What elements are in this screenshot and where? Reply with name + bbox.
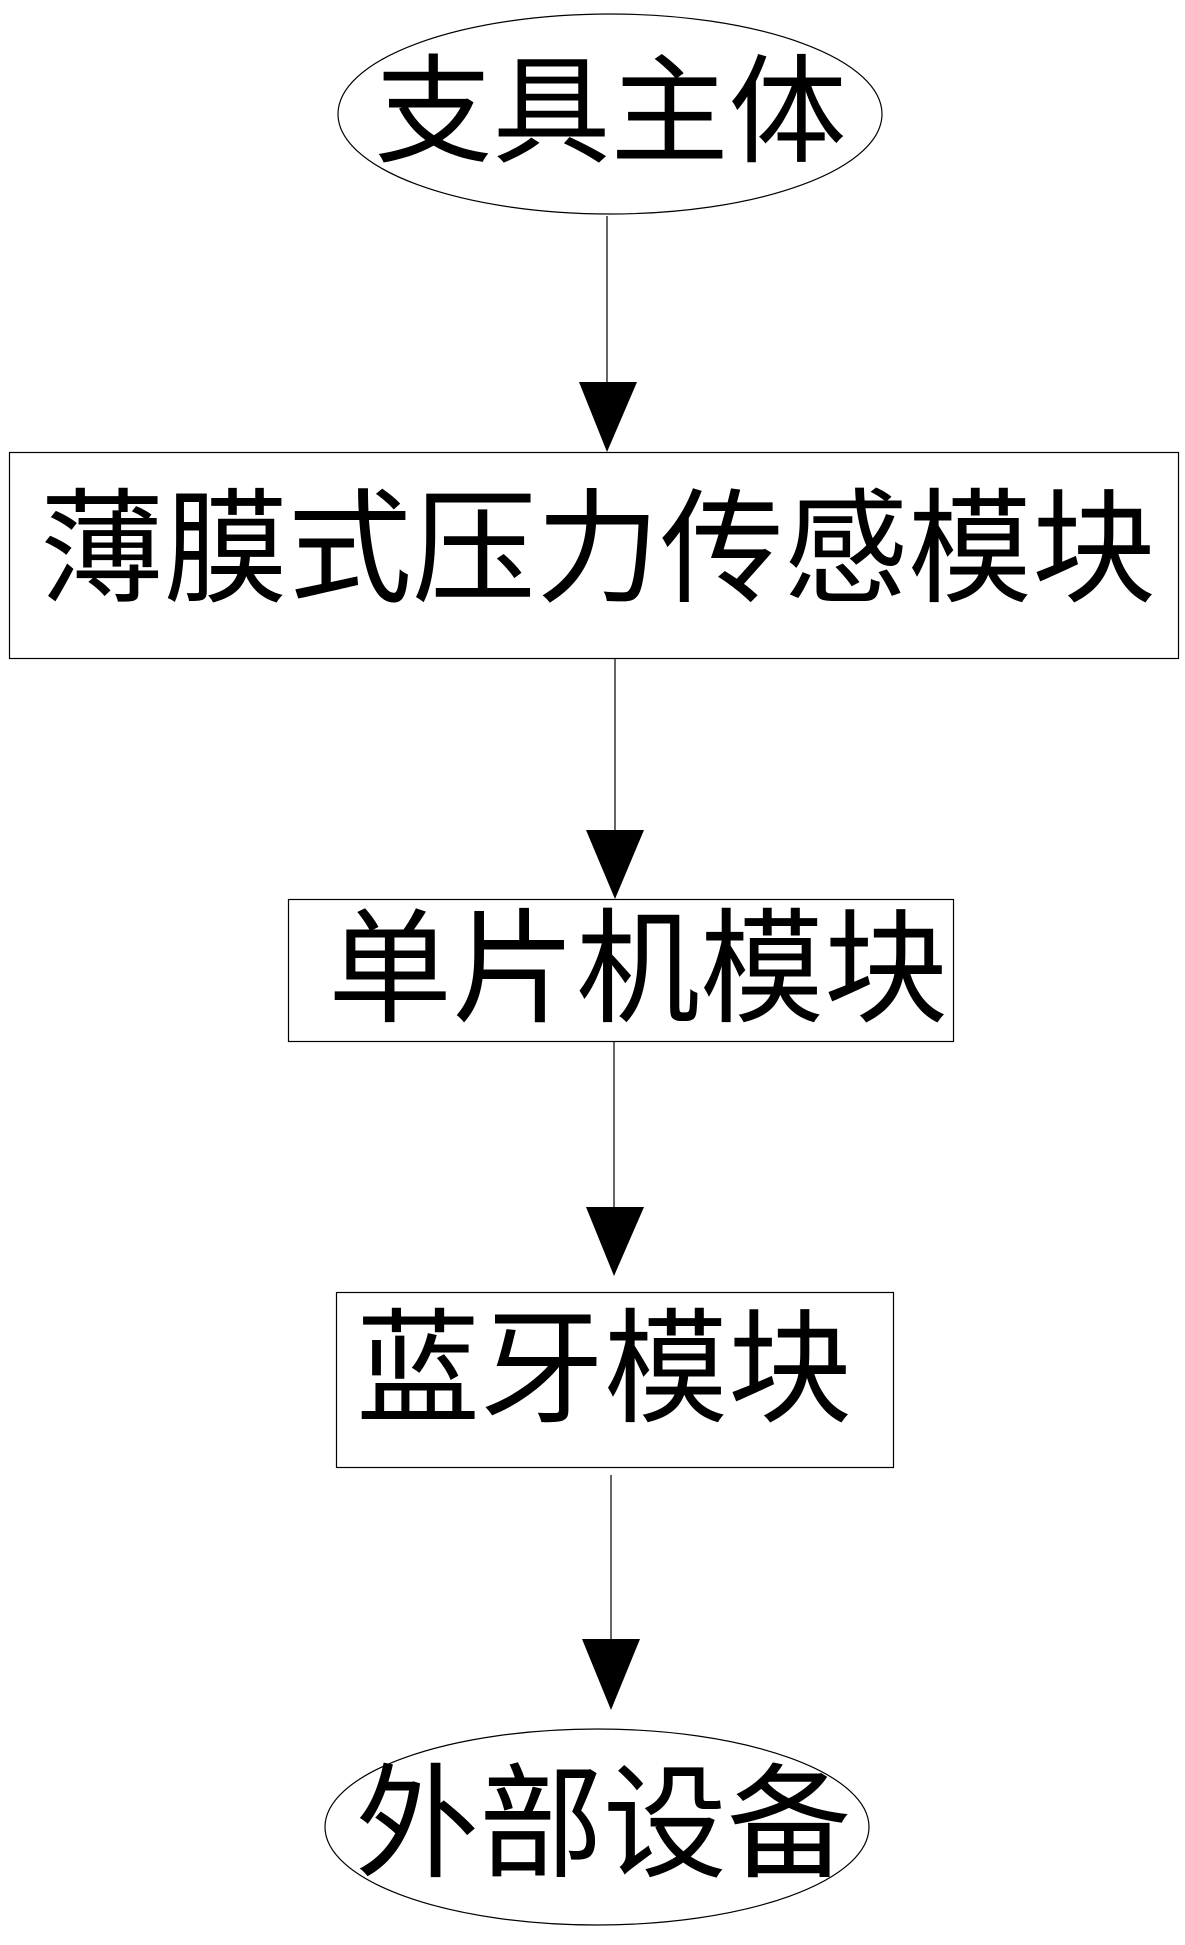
node-external-label: 外部设备 [355,1753,852,1897]
node-brace-body-ellipse [337,13,883,215]
node-bluetooth-label: 蓝牙模块 [356,1298,853,1442]
edge-2-arrowhead [586,830,644,899]
node-mcu-label: 单片机模块 [328,897,949,1042]
edge-1-arrowhead [579,382,637,452]
node-bluetooth-box [335,1291,895,1469]
node-film-sensor-label: 薄膜式压力传感模块 [40,478,1157,622]
node-brace-body-label: 支具主体 [374,43,847,181]
node-external-ellipse [324,1728,870,1926]
edge-3-arrowhead [586,1207,644,1276]
node-film-sensor-box [8,451,1180,660]
edge-4-arrowhead [582,1639,640,1710]
node-mcu-box [287,898,955,1043]
